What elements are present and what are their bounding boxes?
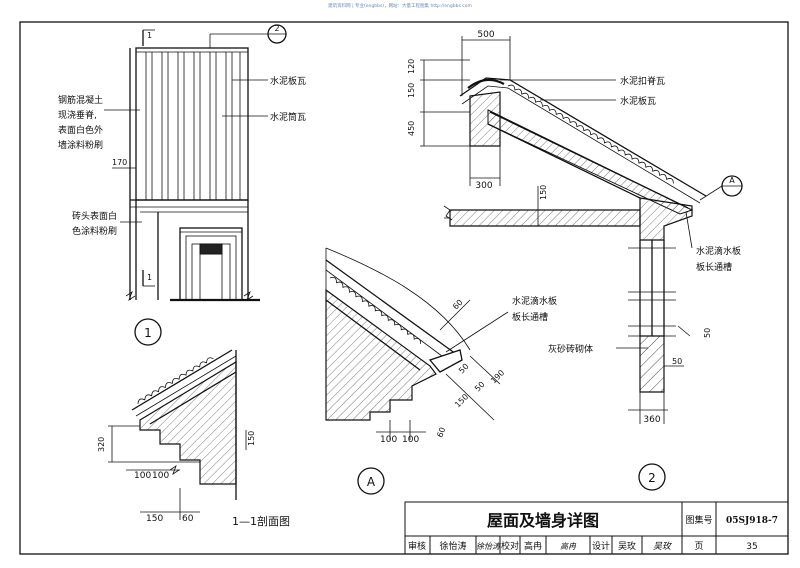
label-A-drip-board-2: 板长通槽 <box>512 311 548 323</box>
dim-450: 450 <box>407 121 416 136</box>
review-name: 徐怡涛 <box>439 540 466 552</box>
label-concrete-ridge-2: 现浇垂脊, <box>58 109 97 121</box>
page-label: 页 <box>694 541 703 552</box>
dim-section-100-a: 100 <box>134 471 151 481</box>
dim-50-a: 50 <box>703 328 712 338</box>
design-label: 设计 <box>592 540 610 552</box>
check-name: 高冉 <box>524 540 542 552</box>
dim-150-slab: 150 <box>539 185 548 200</box>
label-board-tile: 水泥板瓦 <box>620 95 656 107</box>
section-mark-top: 1 <box>147 31 152 40</box>
label-drip-board-1: 水泥滴水板 <box>696 245 741 257</box>
label-cement-tube-tile: 水泥筒瓦 <box>270 111 306 123</box>
label-masonry: 灰砂砖砌体 <box>548 343 593 355</box>
atlas-number: 05SJ918-7 <box>726 516 778 526</box>
design-signature: 吴玫 <box>653 541 673 552</box>
dim-A-100-a: 100 <box>380 435 397 445</box>
dim-A-50: 50 <box>457 362 471 376</box>
label-head-1: 砖头表面白 <box>72 210 117 222</box>
drawing-A-eave-detail: 水泥滴水板 板长通槽 60 50 190 150 50 60 100 100 A <box>325 247 557 495</box>
dim-section-150-right: 150 <box>247 431 256 446</box>
dim-section-320: 320 <box>97 437 106 452</box>
review-signature: 徐怡涛 <box>476 542 501 551</box>
dim-300: 300 <box>475 181 492 191</box>
sheet-border <box>19 21 789 555</box>
dim-section-60-bottom: 60 <box>182 514 194 524</box>
label-cement-tile: 水泥板瓦 <box>270 75 306 87</box>
label-concrete-ridge-3: 表面白色外 <box>58 124 103 136</box>
label-head-2: 色涂料粉刷 <box>72 225 117 237</box>
check-label: 校对 <box>501 540 519 552</box>
drawing-section-1-1: 320 150 100 100 150 60 1—1剖面图 <box>97 349 290 528</box>
page-number: 35 <box>746 542 757 552</box>
dim-A-60-top: 60 <box>451 298 465 312</box>
dim-170: 170 <box>112 158 127 167</box>
label-concrete-ridge-1: 钢筋混凝土 <box>58 94 103 106</box>
label-drip-board-2: 板长通槽 <box>696 261 732 273</box>
dim-A-100-b: 100 <box>402 435 419 445</box>
design-name: 吴玫 <box>618 540 636 552</box>
drawing-A-number: A <box>367 475 376 489</box>
drawing-A-number-circle <box>357 467 385 495</box>
atlas-label: 图集号 <box>685 514 712 526</box>
drawing-2-roof-section: 500 120 150 450 300 150 水泥扣脊瓦 水泥板瓦 A 水泥滴… <box>407 30 743 491</box>
dim-120: 120 <box>407 59 416 74</box>
dim-A-50-b: 50 <box>473 380 487 394</box>
dim-section-100-b: 100 <box>152 471 169 481</box>
dim-500: 500 <box>477 30 494 40</box>
label-A-drip-board-1: 水泥滴水板 <box>512 295 557 307</box>
callout-ref-2: 2 <box>274 24 279 33</box>
dim-A-190: 190 <box>489 368 506 385</box>
watermark-text: 建筑资料网 | 专业(engbbs)，网站：大量工程图集 http://engb… <box>328 2 472 9</box>
dim-section-150-bottom: 150 <box>146 514 163 524</box>
dim-150: 150 <box>407 83 416 98</box>
drawing-1-number: 1 <box>144 326 152 340</box>
label-ridge-tile: 水泥扣脊瓦 <box>620 75 665 87</box>
section-title: 1—1剖面图 <box>232 514 290 528</box>
section-mark-bottom: 1 <box>147 273 152 282</box>
drawing-2-number: 2 <box>648 471 656 485</box>
callout-A: A <box>729 176 735 185</box>
dim-A-60-bottom: 60 <box>435 426 447 439</box>
label-concrete-ridge-4: 墙涂料粉刷 <box>58 139 103 151</box>
drawing-2-number-circle <box>638 463 666 491</box>
dim-360: 360 <box>643 415 660 425</box>
drawing-1-number-circle <box>134 318 162 346</box>
dim-50-b: 50 <box>672 357 682 366</box>
review-label: 审核 <box>408 540 426 552</box>
title-block: 屋面及墙身详图 图集号 05SJ918-7 审核 徐怡涛 徐怡涛 校对 高冉 高… <box>404 501 789 555</box>
title-block-title: 屋面及墙身详图 <box>487 511 599 530</box>
drawing-1-elevation: 1 1 2 水泥板瓦 水泥筒瓦 钢筋混凝土 现浇垂脊, 表面白色外 墙涂料粉刷 … <box>58 24 306 346</box>
check-signature: 高冉 <box>560 542 577 551</box>
